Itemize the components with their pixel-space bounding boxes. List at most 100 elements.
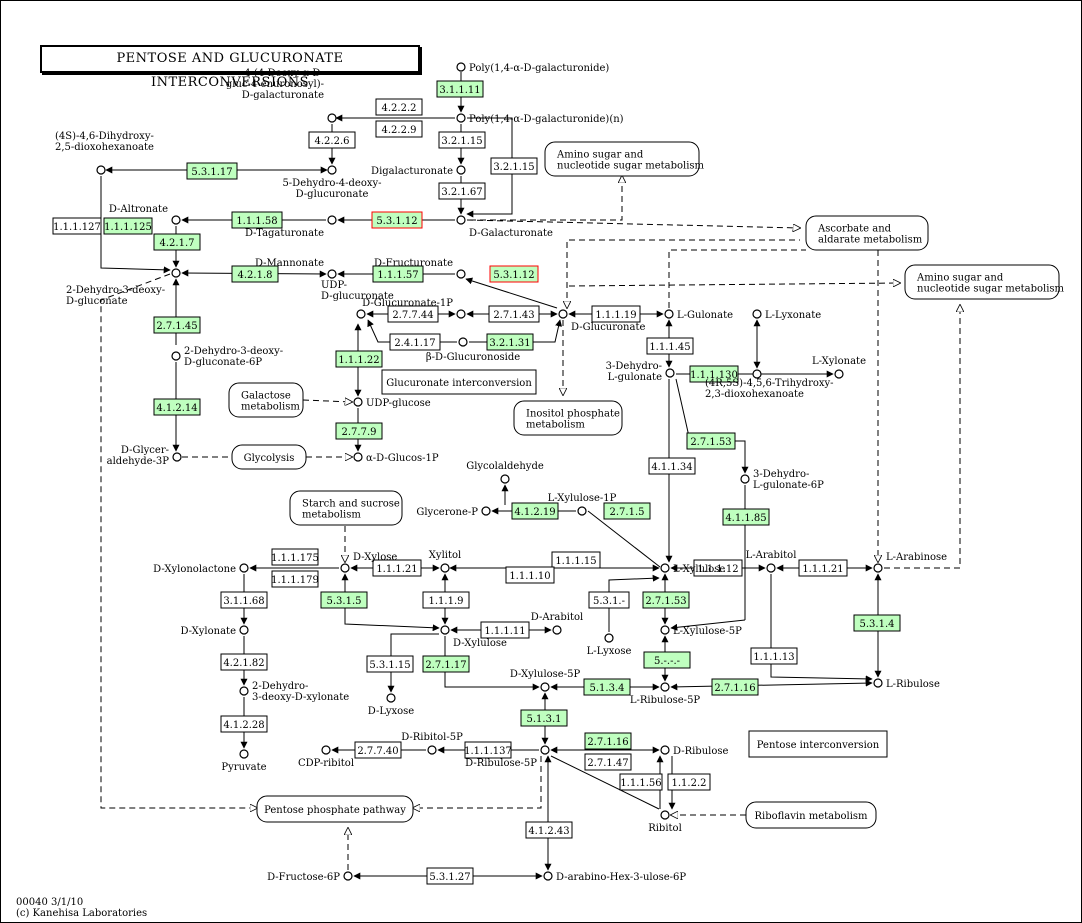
compound-poly-galacturonide[interactable]: Poly(1,4-α-D-galacturonide) bbox=[456, 62, 609, 74]
compound-d-xylulose-5p[interactable]: D-Xylulose-5P bbox=[510, 669, 581, 692]
enzyme-box[interactable]: 1.1.1.127 bbox=[52, 217, 102, 235]
compound-l-xylulose-5p[interactable]: L-Xylulose-5P bbox=[660, 625, 742, 637]
enzyme-box[interactable]: 3.2.1.15 bbox=[438, 131, 486, 149]
enzyme-box[interactable]: 2.7.1.5 bbox=[603, 502, 651, 520]
map-link[interactable]: Riboflavin metabolism bbox=[745, 801, 877, 829]
enzyme-box[interactable]: 4.1.1.85 bbox=[722, 508, 770, 526]
enzyme-box[interactable]: 1.1.1.130 bbox=[689, 365, 739, 383]
enzyme-box[interactable]: 1.1.1.175 bbox=[271, 548, 319, 566]
enzyme-box[interactable]: 1.1.1.58 bbox=[231, 211, 283, 229]
enzyme-box[interactable]: 5.3.1.27 bbox=[426, 867, 474, 885]
compound-d-xylose[interactable]: D-Xylose bbox=[340, 552, 397, 573]
enzyme-box[interactable]: 4.1.2.19 bbox=[511, 502, 559, 520]
compound-d-xylonate[interactable]: D-Xylonate bbox=[180, 625, 249, 637]
compound-d-ribitol-5p[interactable]: D-Ribitol-5P bbox=[401, 732, 463, 755]
enzyme-box[interactable]: 4.1.2.14 bbox=[153, 398, 201, 416]
enzyme-box[interactable]: 5.1.3.4 bbox=[583, 678, 631, 696]
compound-l-xylonate[interactable]: L-Xylonate bbox=[812, 356, 866, 379]
enzyme-box[interactable]: 2.7.1.53 bbox=[642, 591, 690, 609]
compound-poly-galacturonide-n[interactable]: Poly(1,4-α-D-galacturonide)(n) bbox=[456, 113, 624, 125]
enzyme-box[interactable]: 1.1.1.125 bbox=[103, 217, 153, 235]
enzyme-box[interactable]: 1.1.1.56 bbox=[619, 773, 663, 791]
compound-d-glyceraldehyde-3p[interactable]: D-Glycer-aldehyde-3P bbox=[107, 445, 182, 467]
compound-d-fructuronate[interactable]: D-Fructuronate bbox=[374, 258, 466, 279]
enzyme-box[interactable]: 3.2.1.31 bbox=[486, 333, 534, 351]
enzyme-box[interactable]: 4.2.2.6 bbox=[308, 131, 356, 149]
compound-deoxy-galacturonate[interactable]: 4-(4-Deoxy-α-D-gluc-4-enuronosyl)-D-gala… bbox=[226, 68, 337, 123]
compound-d-fructose-6p[interactable]: D-Fructose-6P bbox=[267, 871, 353, 883]
compound-d-galacturonate[interactable]: D-Galacturonate bbox=[456, 215, 553, 239]
compound-d-xylonolactone[interactable]: D-Xylonolactone bbox=[153, 563, 249, 575]
compound-ribitol[interactable]: Ribitol bbox=[648, 810, 682, 834]
enzyme-box[interactable]: 2.7.7.44 bbox=[387, 305, 439, 323]
compound-d-altronate[interactable]: D-Altronate bbox=[109, 204, 181, 225]
compound-l-xylulose-1p[interactable]: L-Xylulose-1P bbox=[548, 493, 617, 516]
enzyme-box[interactable]: 4.2.1.8 bbox=[231, 265, 279, 283]
compound-l-ribulose[interactable]: L-Ribulose bbox=[873, 678, 940, 690]
compound-cdp-ribitol[interactable]: CDP-ribitol bbox=[298, 745, 354, 769]
enzyme-box[interactable]: 1.1.1.11 bbox=[480, 621, 530, 639]
compound-l-arabinose[interactable]: L-Arabinose bbox=[873, 552, 947, 573]
enzyme-box[interactable]: 1.1.1.179 bbox=[271, 570, 319, 588]
compound-dehydro-l-gulonate[interactable]: 3-Dehydro-L-gulonate bbox=[606, 361, 675, 383]
compound-udp-glucose[interactable]: UDP-glucose bbox=[353, 397, 431, 409]
enzyme-box[interactable]: 1.1.1.57 bbox=[372, 265, 424, 283]
enzyme-box[interactable]: 5.3.1.12 bbox=[489, 265, 539, 283]
enzyme-box[interactable]: 2.7.7.9 bbox=[335, 422, 383, 440]
compound-pyruvate[interactable]: Pyruvate bbox=[221, 749, 267, 773]
compound-d-arabino-hex-ulose-6p[interactable]: D-arabino-Hex-3-ulose-6P bbox=[543, 871, 686, 883]
compound-digalacturonate[interactable]: Digalacturonate bbox=[371, 165, 466, 177]
compound-glycerone-p[interactable]: Glycerone-P bbox=[416, 506, 491, 518]
compound-d-glucuronate-1p[interactable]: D-Glucuronate-1P bbox=[362, 298, 466, 319]
enzyme-box[interactable]: 3.2.1.15 bbox=[490, 157, 538, 175]
enzyme-box[interactable]: 5.3.1.15 bbox=[366, 655, 414, 673]
compound-l-arabitol[interactable]: L-Arabitol bbox=[746, 550, 797, 573]
compound-dehydro-l-gulonate-6p[interactable]: 3-Dehydro-L-gulonate-6P bbox=[740, 469, 824, 491]
compound-d-xylulose[interactable]: D-Xylulose bbox=[440, 625, 507, 649]
enzyme-box[interactable]: 4.2.2.9 bbox=[375, 120, 423, 138]
compound-l-lyxonate[interactable]: L-Lyxonate bbox=[752, 309, 821, 321]
enzyme-box[interactable]: 1.1.1.137 bbox=[464, 741, 512, 759]
enzyme-box[interactable]: 5.1.3.1 bbox=[520, 709, 568, 727]
enzyme-box[interactable]: 4.1.1.34 bbox=[648, 457, 696, 475]
enzyme-box[interactable]: 5.3.1.4 bbox=[853, 614, 901, 632]
enzyme-box[interactable]: 2.7.1.16 bbox=[711, 678, 759, 696]
compound-dehydro-deoxy-gluconate-6p[interactable]: 2-Dehydro-3-deoxy-D-gluconate-6P bbox=[171, 346, 283, 368]
enzyme-box[interactable]: 5.3.1.12 bbox=[371, 211, 423, 229]
compound-trihydroxy-dioxohexanoate[interactable]: (4R,5S)-4,5,6-Trihydroxy-2,3-dioxohexano… bbox=[705, 369, 834, 400]
enzyme-box[interactable]: 1.1.1.15 bbox=[551, 551, 601, 569]
enzyme-box[interactable]: 1.1.1.45 bbox=[646, 337, 694, 355]
enzyme-box[interactable]: 4.1.2.43 bbox=[525, 821, 573, 839]
compound-udp-glucuronate[interactable]: UDP-D-glucuronate bbox=[321, 280, 394, 319]
enzyme-box[interactable]: 1.1.1.13 bbox=[750, 647, 798, 665]
compound-l-xylulose[interactable]: L-Xylulose bbox=[660, 563, 725, 575]
map-link[interactable]: Glycolysis bbox=[231, 444, 307, 470]
compound-dehydro-deoxy-glucuronate[interactable]: 5-Dehydro-4-deoxy-D-glucuronate bbox=[282, 165, 382, 200]
compound-l-lyxose[interactable]: L-Lyxose bbox=[587, 633, 632, 657]
enzyme-box[interactable]: 3.2.1.67 bbox=[438, 182, 486, 200]
compound-l-gulonate[interactable]: L-Gulonate bbox=[664, 309, 733, 321]
enzyme-box[interactable]: 4.2.1.7 bbox=[153, 233, 201, 251]
compound-dihydroxy-dioxohexanoate[interactable]: (4S)-4,6-Dihydroxy-2,5-dioxohexanoate bbox=[55, 131, 154, 175]
enzyme-box[interactable]: 2.7.1.16 bbox=[584, 732, 632, 750]
compound-d-arabitol[interactable]: D-Arabitol bbox=[531, 612, 583, 635]
enzyme-box[interactable]: 2.7.7.40 bbox=[354, 741, 402, 759]
enzyme-box[interactable]: 1.1.2.2 bbox=[667, 773, 711, 791]
enzyme-box[interactable]: 5.3.1.17 bbox=[186, 162, 238, 180]
enzyme-box[interactable]: 2.7.1.43 bbox=[488, 305, 540, 323]
compound-l-ribulose-5p[interactable]: L-Ribulose-5P bbox=[630, 682, 701, 706]
enzyme-box[interactable]: 1.1.1.22 bbox=[335, 350, 383, 368]
compound-xylitol[interactable]: Xylitol bbox=[429, 550, 461, 573]
enzyme-box[interactable]: 2.7.1.53 bbox=[686, 432, 736, 450]
compound-d-mannonate[interactable]: D-Mannonate bbox=[255, 258, 337, 279]
enzyme-box[interactable]: 4.2.1.82 bbox=[220, 653, 268, 671]
enzyme-box[interactable]: 3.1.1.68 bbox=[220, 591, 268, 609]
enzyme-box[interactable]: 1.1.1.21 bbox=[798, 559, 848, 577]
enzyme-box[interactable]: 1.1.1.19 bbox=[591, 305, 641, 323]
compound-beta-d-glucuronoside[interactable]: β-D-Glucuronoside bbox=[426, 337, 520, 363]
